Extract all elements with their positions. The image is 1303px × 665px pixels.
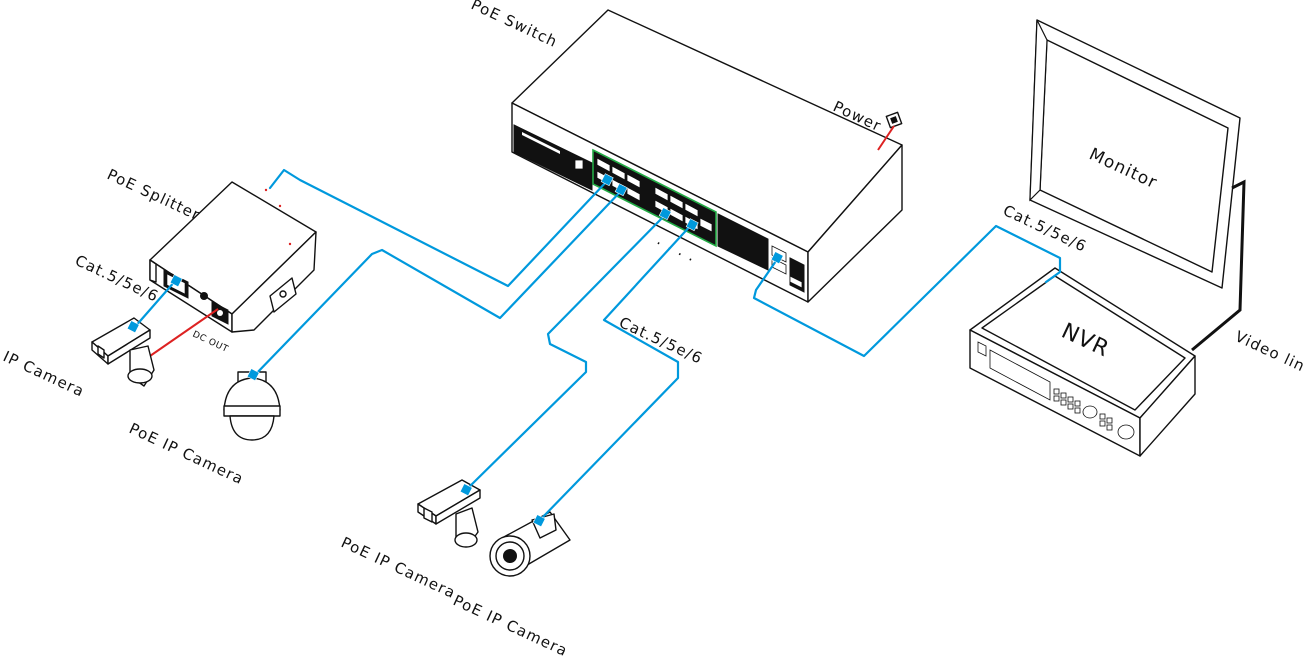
label-poe-splitter: PoE Splitter	[104, 165, 203, 224]
video-cable	[1191, 179, 1246, 352]
cable-splitter-ipcamera	[132, 278, 178, 330]
cable-switch-dome	[252, 188, 624, 378]
power-socket	[885, 111, 903, 129]
label-cat-middle: Cat.5/5e/6	[616, 313, 705, 367]
monitor	[1029, 19, 1241, 289]
label-poe-ip-camera-box: PoE IP Camera	[338, 533, 459, 602]
label-poe-switch: PoE Switch	[468, 0, 560, 51]
dc-power-cable	[149, 308, 219, 357]
label-poe-ip-camera-bullet: PoE IP Camera	[450, 591, 571, 660]
cable-switch-splitter	[268, 168, 610, 288]
nvr-buttons	[1053, 388, 1135, 440]
nvr	[969, 267, 1196, 457]
network-cables	[132, 168, 1062, 522]
rj45-plugs	[126, 173, 784, 528]
poe-switch: 100M10 SWITCH	[511, 9, 903, 303]
label-dc-out: DC OUT	[191, 330, 230, 355]
label-poe-ip-camera-dome: PoE IP Camera	[126, 419, 247, 488]
cable-switch-nvr	[752, 224, 1062, 358]
cable-switch-bullet	[538, 222, 694, 522]
cable-switch-box	[464, 212, 668, 492]
label-video-line: Video line	[1232, 327, 1303, 380]
ip-camera	[91, 317, 155, 387]
power-cable	[877, 125, 895, 151]
label-cat-splitter: Cat.5/5e/6	[72, 251, 161, 305]
poe-ip-camera-dome	[223, 371, 281, 441]
label-ip-camera: IP Camera	[0, 347, 87, 400]
poe-ip-camera-bullet	[489, 511, 571, 577]
